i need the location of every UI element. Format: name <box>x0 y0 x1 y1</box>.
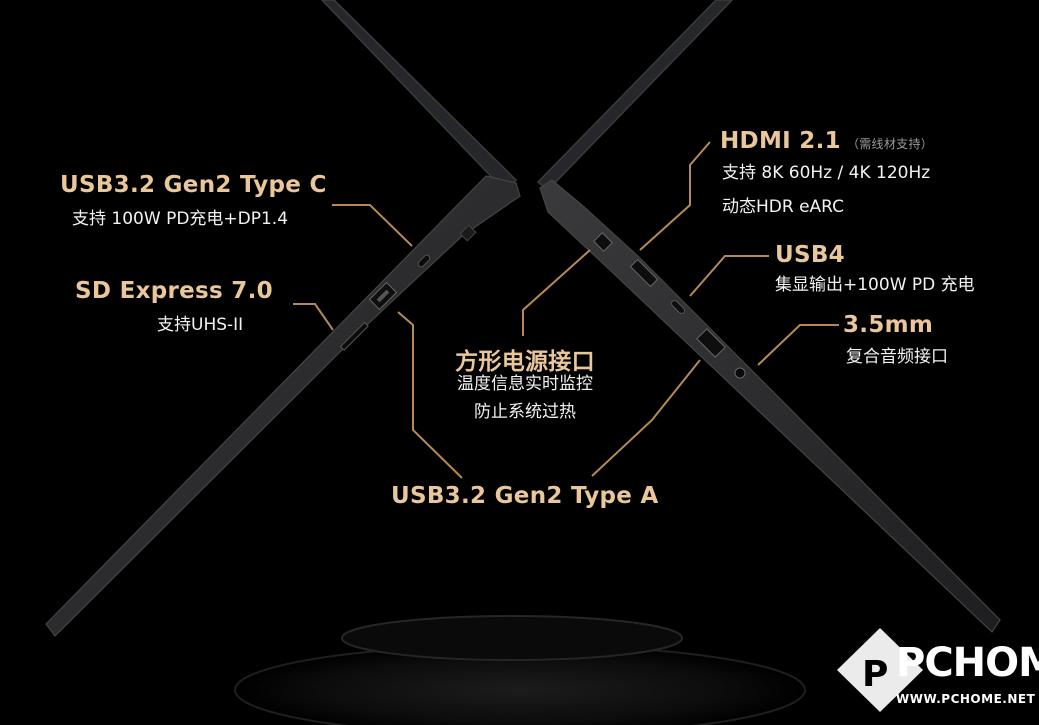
watermark-url: WWW.PCHOME.NET <box>896 692 1036 706</box>
usb-c-title: USB3.2 Gen2 Type C <box>60 172 327 198</box>
pchome-logo: P <box>837 628 923 712</box>
usb4-port <box>670 299 686 315</box>
usb4-title: USB4 <box>775 242 845 268</box>
watermark: PCHOME WWW.PCHOME.NET <box>836 624 1039 716</box>
sd-card-slot <box>339 321 369 351</box>
right-laptop <box>536 0 1001 633</box>
audio-jack <box>734 367 746 379</box>
power-title: 方形电源接口 <box>455 349 595 375</box>
sd-desc: 支持UHS-II <box>157 315 244 335</box>
hdmi-desc-1: 支持 8K 60Hz / 4K 120Hz <box>722 163 931 183</box>
usb-a-title: USB3.2 Gen2 Type A <box>391 483 659 509</box>
usb-c-desc: 支持 100W PD充电+DP1.4 <box>72 209 289 229</box>
power-port <box>593 232 613 252</box>
leader-hdmi <box>639 141 711 251</box>
leader-usb-a-right <box>591 359 701 477</box>
floor-reflection <box>234 615 806 725</box>
power-desc-2: 防止系统过热 <box>474 402 576 422</box>
sd-title: SD Express 7.0 <box>75 278 273 304</box>
leader-sd <box>293 303 334 331</box>
leader-power <box>522 249 591 336</box>
power-desc-1: 温度信息实时监控 <box>457 374 593 394</box>
usb-c-port <box>417 254 431 268</box>
hdmi-port <box>629 258 659 288</box>
audio-desc: 复合音频接口 <box>846 347 948 367</box>
leader-usb-a-left <box>397 311 463 479</box>
usb-a-port-right <box>696 328 726 358</box>
leader-audio <box>757 324 839 366</box>
usb4-desc: 集显输出+100W PD 充电 <box>775 275 975 295</box>
leader-usb4 <box>689 255 769 297</box>
audio-title: 3.5mm <box>843 312 934 338</box>
leader-usb-c <box>332 204 413 247</box>
hdmi-desc-2: 动态HDR eARC <box>722 197 845 217</box>
watermark-brand: PCHOME <box>896 640 1039 686</box>
leader-lines <box>293 141 839 479</box>
hdmi-title-text: HDMI 2.1 <box>720 128 841 154</box>
svg-text:P: P <box>862 654 888 695</box>
usb-a-port-left <box>368 281 398 311</box>
hdmi-title: HDMI 2.1 （需线材支持） <box>720 128 933 154</box>
left-laptop <box>45 0 521 637</box>
hdmi-note: （需线材支持） <box>846 137 934 151</box>
